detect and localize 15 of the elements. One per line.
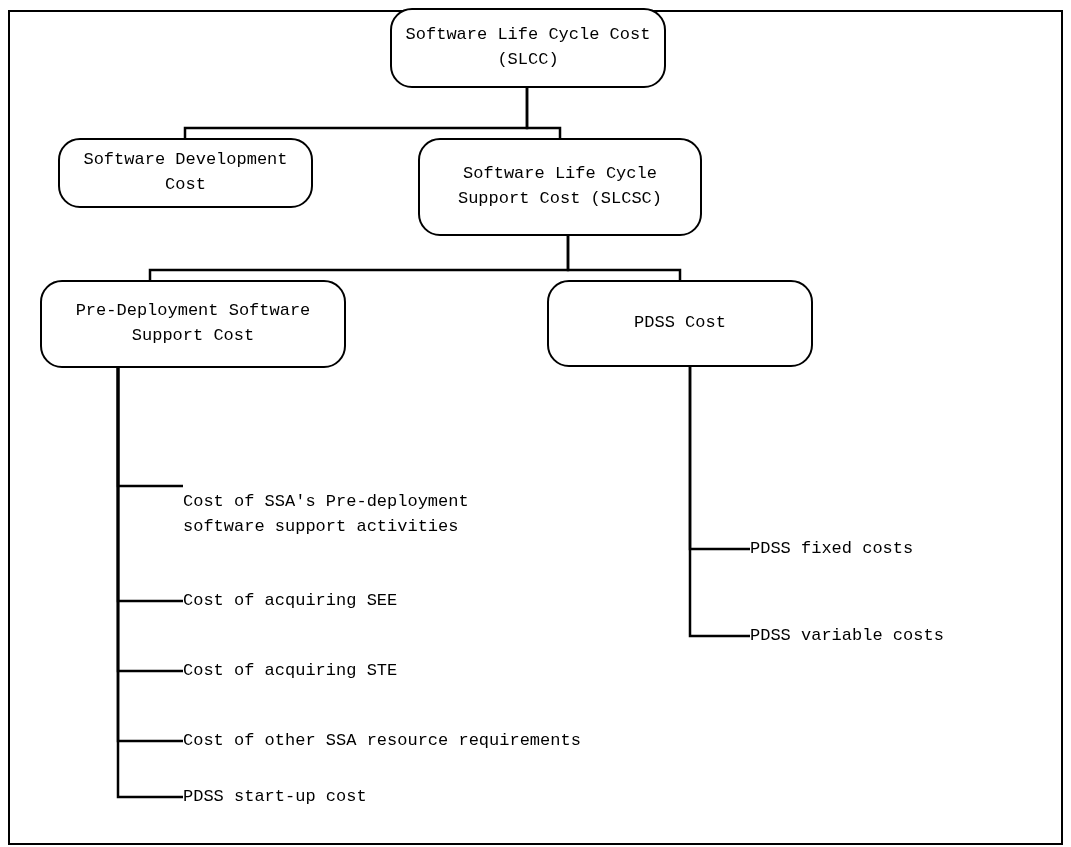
cost-item-text: Cost of SSA's Pre-deployment software support activities — [183, 470, 483, 560]
cost-box: PDSS Cost — [547, 280, 813, 367]
cost-item-text: PDSS start-up cost — [183, 783, 483, 811]
cost-item-text: PDSS fixed costs — [750, 535, 980, 563]
connector-line — [566, 236, 682, 280]
cost-box: Software Life Cycle Cost (SLCC) — [390, 8, 666, 88]
cost-box: Software Development Cost — [58, 138, 313, 208]
connector-line — [525, 88, 562, 138]
cost-item-text: Cost of acquiring STE — [183, 657, 483, 685]
cost-item-text: PDSS variable costs — [750, 622, 990, 650]
cost-item-text: Cost of acquiring SEE — [183, 587, 483, 615]
cost-box: Software Life Cycle Support Cost (SLCSC) — [418, 138, 702, 236]
connector-line — [688, 367, 750, 638]
cost-box: Pre-Deployment Software Support Cost — [40, 280, 346, 368]
cost-item-text: Cost of other SSA resource requirements — [183, 727, 643, 755]
